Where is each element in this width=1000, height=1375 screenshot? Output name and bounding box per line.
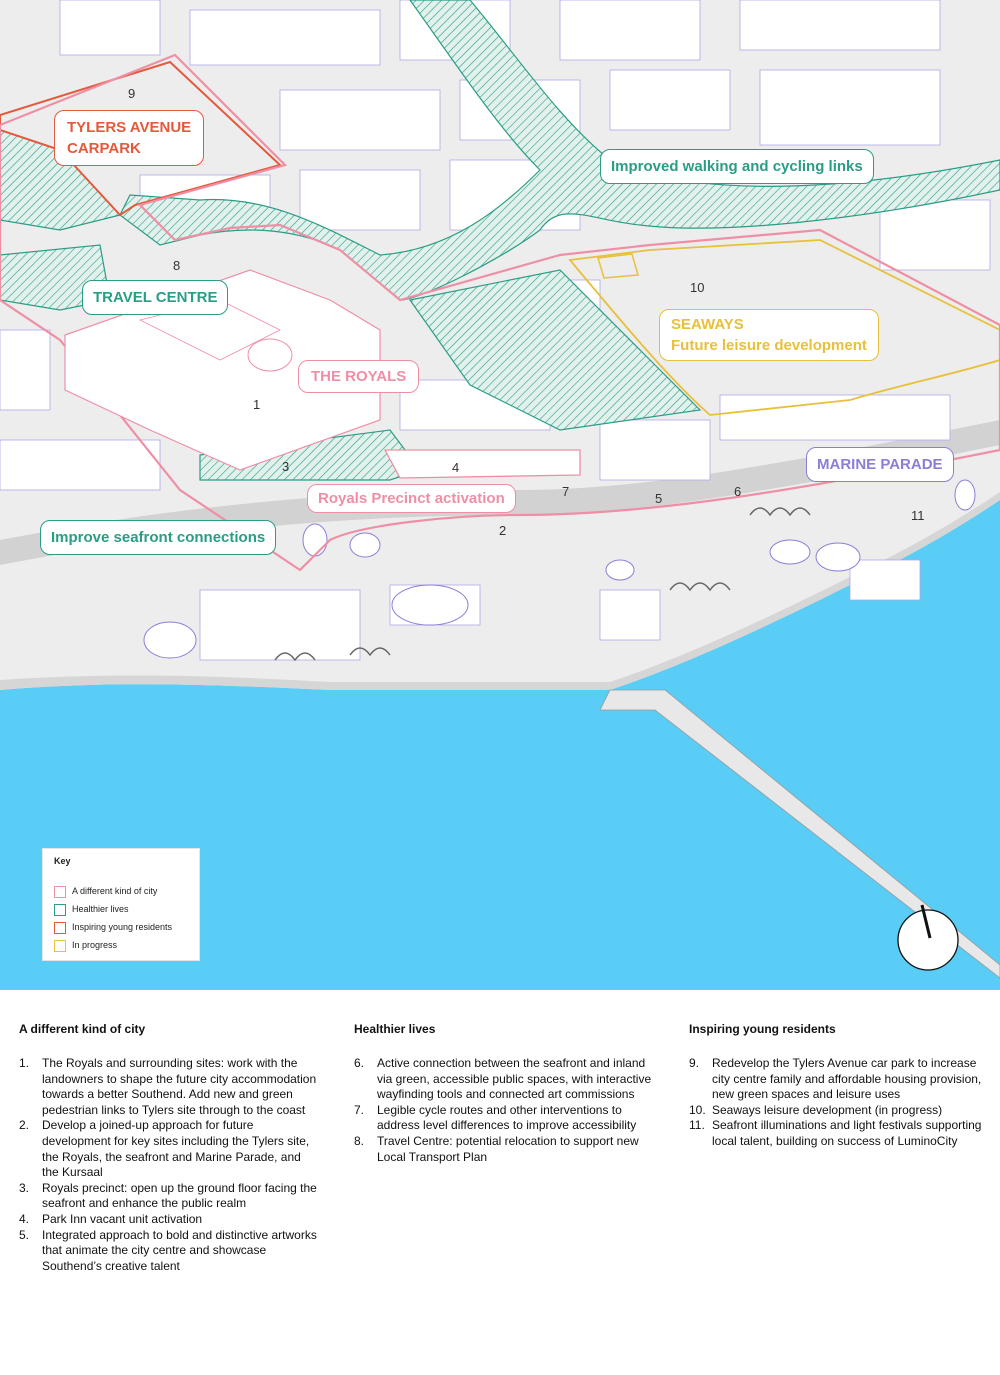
marker-10: 10 — [690, 280, 705, 295]
key-swatch — [54, 885, 66, 898]
list-item: 8.Travel Centre: potential relocation to… — [354, 1133, 639, 1164]
key-item-progress: In progress — [54, 939, 117, 952]
site-map: 9 8 1 3 4 7 5 6 2 10 11 TYLERS AVENUE CA… — [0, 0, 1000, 990]
travel-centre-label: TRAVEL CENTRE — [82, 280, 229, 315]
marker-5: 5 — [655, 491, 663, 506]
key-swatch — [54, 903, 66, 916]
marine-parade-label: MARINE PARADE — [806, 447, 954, 482]
key-label: Healthier lives — [72, 904, 129, 914]
seaways-title: SEAWAYS — [671, 316, 744, 333]
list-item: 10.Seaways leisure development (in progr… — [689, 1102, 943, 1117]
column-title: Healthier lives — [354, 1022, 436, 1036]
tylers-boundary — [0, 60, 282, 217]
list-item: 4.Park Inn vacant unit activation — [19, 1211, 203, 1226]
column-title: A different kind of city — [19, 1022, 146, 1036]
key-item-healthier: Healthier lives — [54, 903, 129, 916]
royals-label: THE ROYALS — [298, 360, 420, 393]
marker-8: 8 — [173, 258, 181, 273]
key-label: Inspiring young residents — [72, 922, 173, 932]
sea-water — [0, 500, 1000, 990]
royals-building — [64, 269, 381, 471]
marker-6: 6 — [734, 484, 742, 499]
park-inn-block — [383, 449, 581, 479]
marker-1: 1 — [253, 397, 261, 412]
key-title: Key — [54, 856, 71, 866]
list-item: 11.Seafront illuminations and light fest… — [689, 1118, 982, 1148]
roller-coasters — [274, 507, 811, 662]
column-young: Inspiring young residents 9.Redevelop th… — [689, 1022, 989, 1150]
marker-9: 9 — [128, 86, 136, 101]
green-corridor — [119, 0, 1000, 301]
key-label: In progress — [72, 940, 118, 950]
seaways-subtitle: Future leisure development — [671, 337, 867, 354]
key-item-young: Inspiring young residents — [54, 921, 172, 934]
list-item: 1.The Royals and surrounding sites: work… — [19, 1056, 317, 1117]
column-list: 9.Redevelop the Tylers Avenue car park t… — [689, 1056, 989, 1150]
seafront-connections-label: Improve seafront connections — [40, 520, 277, 555]
marker-7: 7 — [562, 484, 570, 499]
column-healthier: Healthier lives 6.Active connection betw… — [354, 1022, 654, 1165]
list-item: 3.Royals precinct: open up the ground fl… — [19, 1180, 317, 1211]
walking-cycling-label: Improved walking and cycling links — [600, 149, 874, 184]
key-item-city: A different kind of city — [54, 885, 157, 898]
tylers-label: TYLERS AVENUE CARPARK — [54, 110, 205, 166]
key-label: A different kind of city — [72, 886, 158, 896]
marker-11: 11 — [911, 508, 925, 523]
map-key: Key A different kind of city Healthier l… — [42, 848, 200, 961]
north-arrow-icon — [897, 904, 959, 971]
marker-2: 2 — [499, 523, 507, 538]
green-link-central — [408, 269, 702, 431]
marker-3: 3 — [282, 459, 290, 474]
list-item: 7.Legible cycle routes and other interve… — [354, 1102, 637, 1133]
seaways-annex — [597, 253, 639, 279]
key-swatch — [54, 921, 66, 934]
precinct-label: Royals Precinct activation — [307, 484, 516, 513]
column-list: 1.The Royals and surrounding sites: work… — [19, 1056, 319, 1274]
list-item: 5.Integrated approach to bold and distin… — [19, 1227, 317, 1273]
list-item: 9.Redevelop the Tylers Avenue car park t… — [689, 1056, 982, 1102]
marker-4: 4 — [452, 460, 460, 475]
column-title: Inspiring young residents — [689, 1022, 836, 1036]
pier — [599, 689, 1000, 979]
city-boundary — [0, 53, 1000, 572]
list-item: 6.Active connection between the seafront… — [354, 1056, 652, 1102]
key-swatch — [54, 939, 66, 952]
column-list: 6.Active connection between the seafront… — [354, 1056, 654, 1165]
seafront-attractions — [143, 479, 976, 659]
column-city: A different kind of city 1.The Royals an… — [19, 1022, 319, 1274]
seaways-label: SEAWAYS Future leisure development — [659, 309, 879, 361]
seaways-boundary — [568, 239, 1000, 416]
list-item: 2.Develop a joined-up approach for futur… — [19, 1118, 310, 1180]
